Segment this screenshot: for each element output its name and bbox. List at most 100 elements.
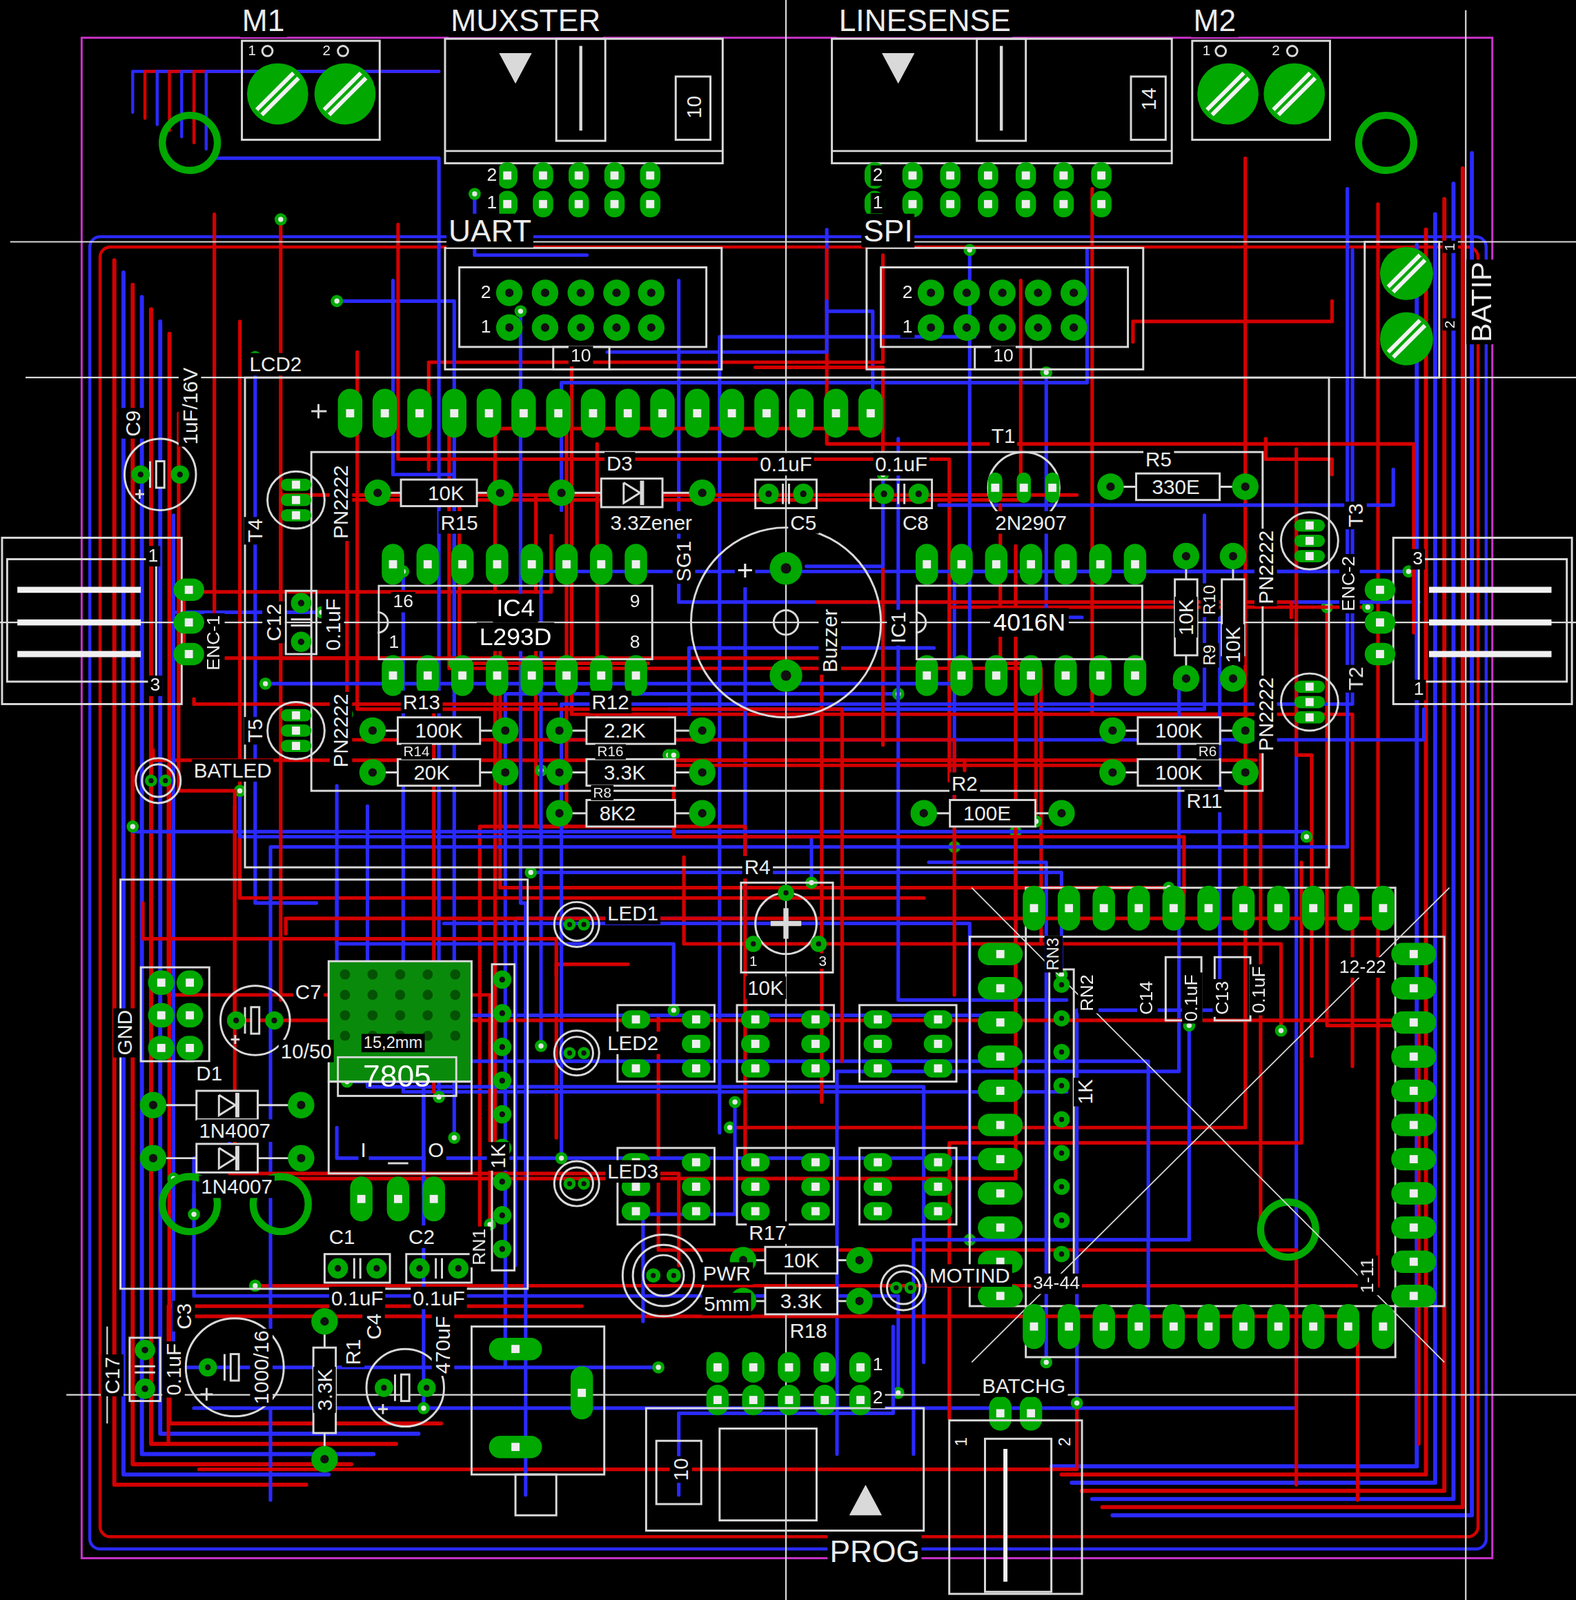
- pin1-mark: [317, 404, 320, 419]
- pad-hole: [997, 323, 1007, 332]
- pad: [681, 1177, 711, 1197]
- pad-hole: [511, 1442, 520, 1452]
- pad-hole: [854, 1255, 864, 1265]
- pad-hole: [296, 1153, 305, 1162]
- heatsink-dot: [367, 990, 379, 1001]
- copper-trace: [561, 249, 1088, 510]
- resistor-network: [1049, 969, 1075, 1276]
- pad: [374, 1378, 394, 1398]
- pcb-label: 3.3K: [601, 761, 648, 784]
- pad-hole: [1061, 671, 1070, 680]
- copper-trace: [347, 280, 1021, 715]
- pad-hole: [1108, 767, 1117, 777]
- pad-hole: [373, 488, 382, 497]
- pcb-label: PROG: [827, 1534, 922, 1569]
- pad: [532, 314, 559, 341]
- pcb-label: R17: [746, 1221, 788, 1245]
- pcb-label: 10K: [1175, 596, 1198, 638]
- pad-hole: [1059, 1015, 1065, 1022]
- pad-hole: [880, 490, 887, 497]
- via: [249, 1279, 262, 1293]
- copper-trace: [730, 158, 1246, 1128]
- pad-hole: [647, 288, 656, 297]
- pad: [1162, 1304, 1186, 1349]
- pad: [496, 314, 523, 341]
- pad: [134, 1378, 156, 1400]
- module-diagonal: [971, 888, 1445, 1363]
- pad: [173, 578, 204, 602]
- pad-hole: [485, 409, 494, 418]
- pad-hole: [996, 1155, 1005, 1164]
- pad-hole: [1344, 903, 1353, 913]
- pcb-label: 2: [900, 282, 915, 303]
- via-hole: [1043, 1360, 1049, 1365]
- header-key: [1130, 76, 1166, 141]
- pad-hole: [856, 1363, 865, 1372]
- pad-hole: [1409, 1189, 1418, 1198]
- pad-hole: [162, 778, 168, 784]
- pad-hole: [873, 1039, 882, 1049]
- pad: [545, 388, 571, 438]
- pad: [858, 388, 884, 438]
- pad: [640, 191, 662, 218]
- pad: [640, 162, 662, 189]
- via-hole: [1304, 834, 1309, 840]
- pad-hole: [576, 288, 586, 297]
- pcb-label: 2: [1442, 318, 1459, 331]
- pcb-label: LED1: [605, 901, 661, 925]
- pad: [349, 1176, 373, 1222]
- pad-hole: [345, 409, 354, 418]
- pad-hole: [499, 1010, 506, 1017]
- pad: [1197, 1304, 1220, 1349]
- copper-trace: [913, 1025, 1189, 1454]
- mounting-hole: [1260, 1202, 1316, 1258]
- pad: [563, 918, 577, 931]
- idc-housing: [866, 247, 1144, 370]
- pcb-label: 100K: [1153, 761, 1205, 784]
- socket-outline: [736, 1005, 835, 1082]
- via: [447, 1131, 461, 1145]
- pad: [532, 279, 559, 306]
- capacitor-plate: [400, 1374, 410, 1401]
- pcb-label: 1: [870, 1355, 886, 1376]
- pad-hole: [1182, 552, 1191, 561]
- pcb-label: 10K: [1222, 624, 1245, 666]
- pcb-label: 0.1uF: [410, 1286, 468, 1310]
- pad: [977, 1216, 1023, 1240]
- pad-hole: [1019, 483, 1029, 492]
- pad-hole: [1030, 903, 1039, 913]
- led-outline: [881, 1265, 927, 1311]
- pad: [810, 935, 828, 953]
- pad-hole: [1409, 950, 1418, 959]
- pad: [1294, 549, 1325, 563]
- via: [468, 187, 481, 201]
- pcb-label: 1: [1411, 679, 1427, 700]
- pad-hole: [1130, 560, 1140, 569]
- pad: [442, 388, 468, 438]
- capacitor-symbol: [870, 479, 933, 508]
- pad-hole: [1305, 682, 1314, 691]
- via: [652, 1361, 665, 1374]
- pad-hole: [658, 409, 667, 418]
- copper-trace: [505, 694, 899, 1368]
- pcb-label: GND: [113, 1008, 136, 1058]
- heatsink-dot: [340, 990, 351, 1001]
- pad: [1371, 1304, 1395, 1349]
- pad-hole: [1059, 1217, 1065, 1224]
- screw-slot: [1275, 75, 1313, 112]
- pad-hole: [692, 409, 702, 418]
- pad: [621, 1010, 650, 1029]
- ic-notch: [377, 612, 388, 633]
- pcb-label: SPI: [861, 213, 915, 248]
- capacitor-plate: [394, 1374, 397, 1401]
- pad-hole: [291, 480, 301, 490]
- heatsink-dot: [394, 1010, 406, 1021]
- pad-hole: [1409, 1155, 1418, 1164]
- resistor-symbol: [765, 1246, 838, 1274]
- pad: [1057, 885, 1081, 931]
- pad: [638, 279, 665, 306]
- pcb-label: MUXSTER: [448, 3, 603, 38]
- pad-hole: [1169, 903, 1178, 913]
- pcb-label: M1: [240, 3, 288, 38]
- pad: [568, 162, 590, 189]
